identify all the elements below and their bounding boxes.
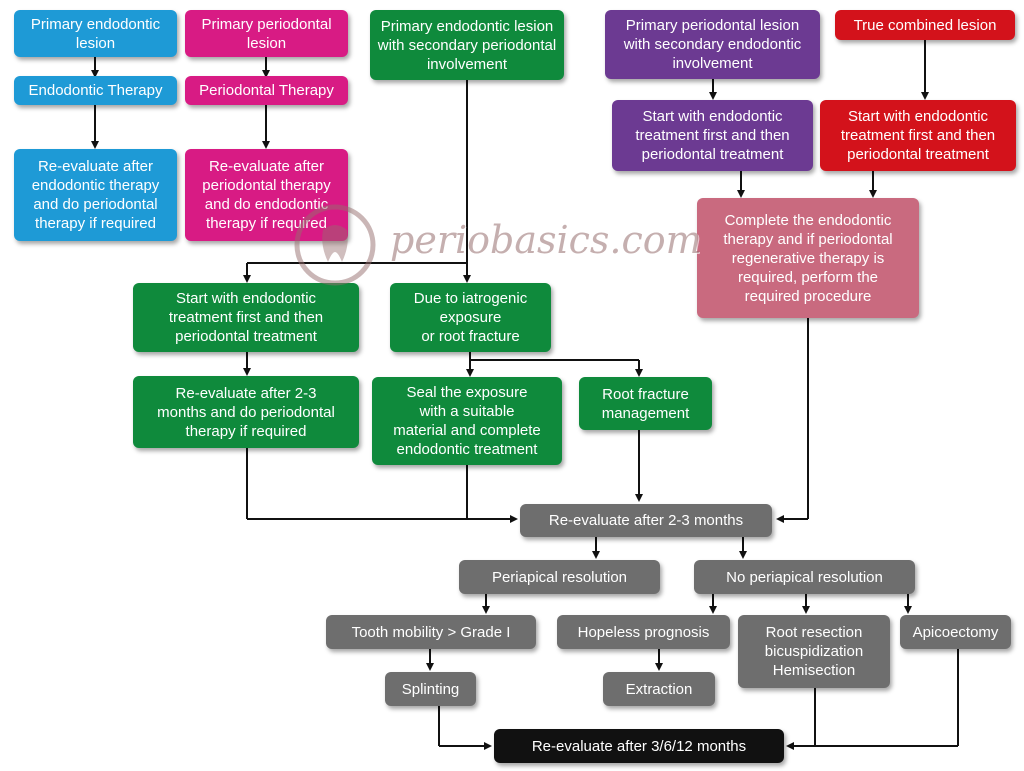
reevaluate-2-3-months: Re-evaluate after 2-3 months [520,504,772,537]
seal-exposure: Seal the exposure with a suitable materi… [372,377,562,465]
true-combined-lesion: True combined lesion [835,10,1015,40]
primary-endodontic-lesion: Primary endodontic lesion [14,10,177,57]
root-fracture-management: Root fracture management [579,377,712,430]
reevaluate-2-3-months-green: Re-evaluate after 2-3 months and do peri… [133,376,359,448]
apicoectomy: Apicoectomy [900,615,1011,649]
start-endo-first-green: Start with endodontic treatment first an… [133,283,359,352]
complete-endodontic-therapy: Complete the endodontic therapy and if p… [697,198,919,318]
reevaluate-endodontic: Re-evaluate after endodontic therapy and… [14,149,177,241]
reevaluate-periodontal: Re-evaluate after periodontal therapy an… [185,149,348,241]
primary-periodontal-lesion: Primary periodontal lesion [185,10,348,57]
start-endo-first-purple: Start with endodontic treatment first an… [612,100,813,171]
extraction: Extraction [603,672,715,706]
periapical-resolution: Periapical resolution [459,560,660,594]
periodontal-therapy: Periodontal Therapy [185,76,348,105]
reevaluate-3-6-12-months: Re-evaluate after 3/6/12 months [494,729,784,763]
start-endo-first-red: Start with endodontic treatment first an… [820,100,1016,171]
hopeless-prognosis: Hopeless prognosis [557,615,730,649]
splinting: Splinting [385,672,476,706]
endodontic-therapy: Endodontic Therapy [14,76,177,105]
iatrogenic-exposure: Due to iatrogenic exposure or root fract… [390,283,551,352]
no-periapical-resolution: No periapical resolution [694,560,915,594]
perio-lesion-secondary-endo: Primary periodontal lesion with secondar… [605,10,820,79]
endo-lesion-secondary-perio: Primary endodontic lesion with secondary… [370,10,564,80]
tooth-mobility: Tooth mobility > Grade I [326,615,536,649]
root-resection: Root resection bicuspidization Hemisecti… [738,615,890,688]
